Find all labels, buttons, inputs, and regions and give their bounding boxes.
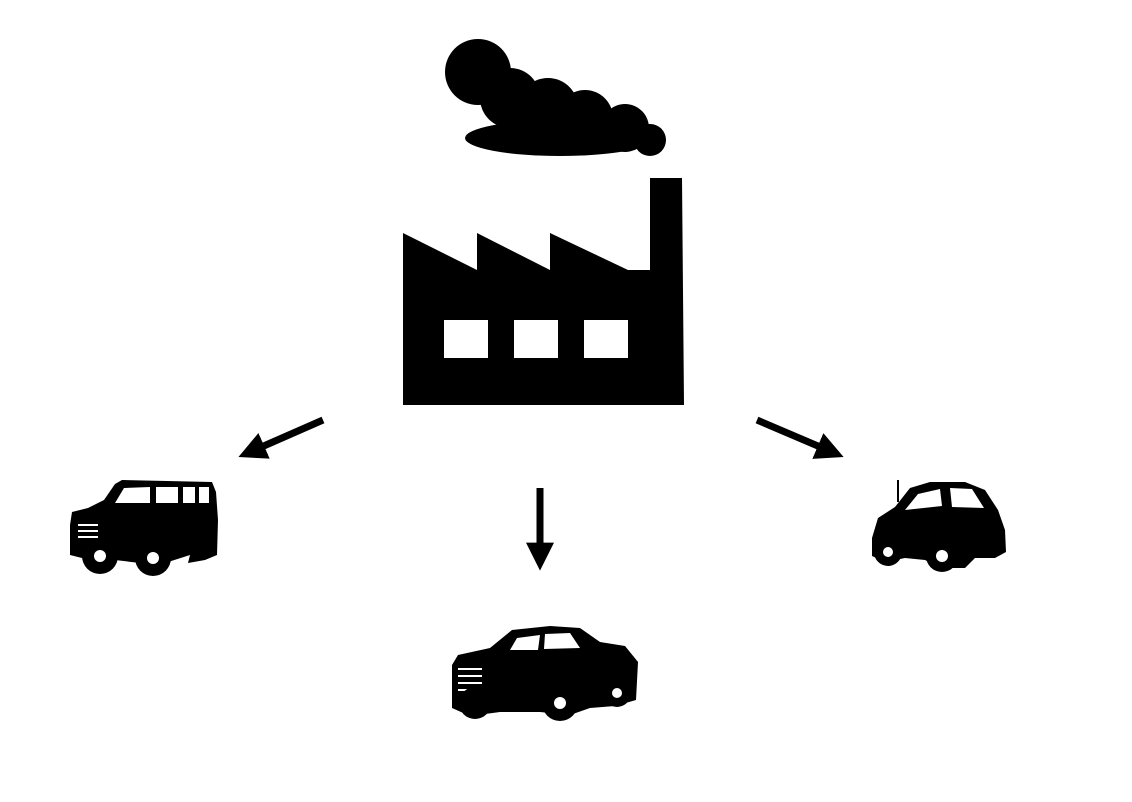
factory-window — [514, 320, 558, 358]
suv-car-icon — [70, 480, 218, 576]
factory-icon — [403, 39, 684, 405]
factory-window — [444, 320, 488, 358]
pickup-truck-icon — [452, 626, 638, 721]
smoke-icon — [445, 39, 666, 156]
arrow-down-left-icon — [238, 416, 325, 459]
arrow-down-right-icon — [755, 416, 844, 459]
small-city-car-icon — [872, 480, 1006, 572]
factory-window — [584, 320, 628, 358]
